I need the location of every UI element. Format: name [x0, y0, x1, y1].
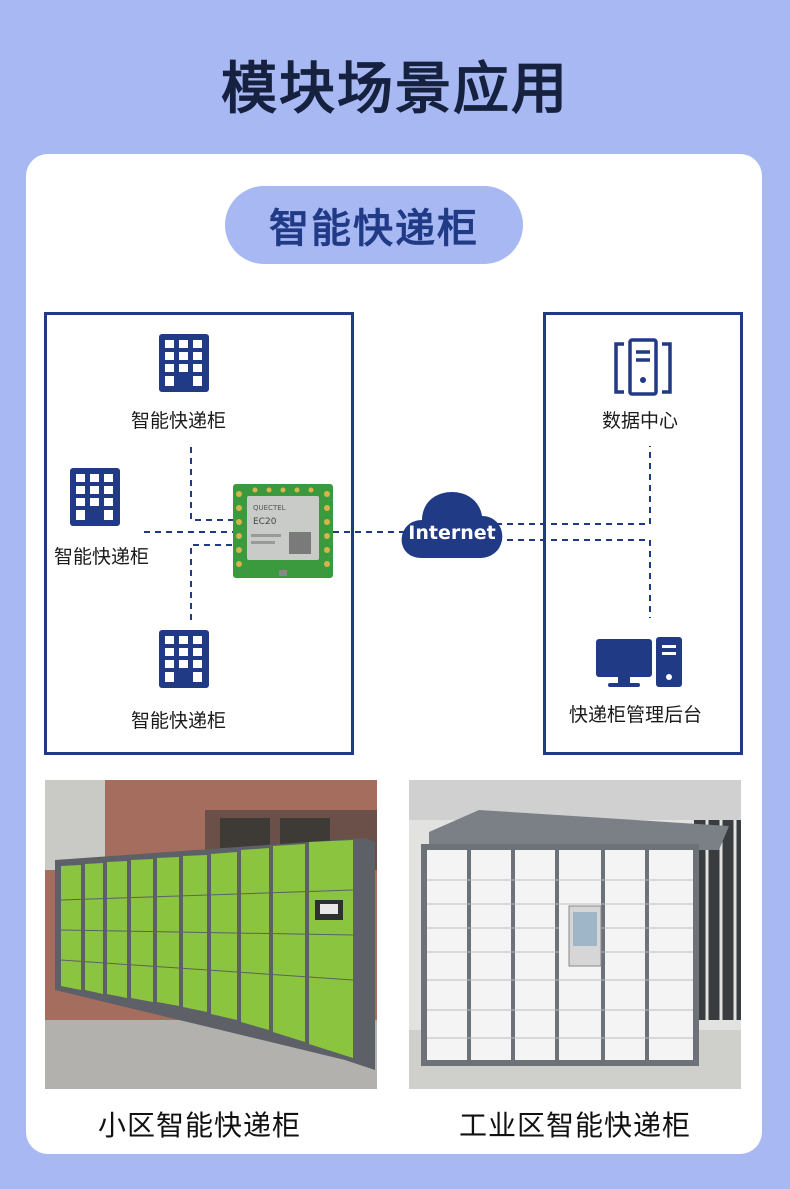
lte-module-image: QUECTEL EC20: [233, 484, 333, 582]
locker-label-bottom: 智能快递柜: [131, 710, 227, 732]
cloud-label: Internet: [408, 522, 495, 544]
industrial-caption: 工业区智能快递柜: [459, 1109, 692, 1142]
computer-icon: [596, 637, 684, 693]
cloud-icon: Internet: [400, 486, 504, 566]
locker-icon: [68, 466, 122, 532]
backend-label: 快递柜管理后台: [569, 704, 703, 726]
module-label: EC20: [253, 517, 277, 527]
residential-caption: 小区智能快递柜: [98, 1109, 302, 1142]
locker-group-box: [44, 312, 354, 755]
locker-icon: [157, 332, 211, 398]
page-title: 模块场景应用: [221, 57, 569, 122]
residential-locker-photo: [45, 780, 377, 1089]
locker-label-left: 智能快递柜: [54, 546, 150, 568]
server-icon: [612, 336, 674, 402]
data-center-label: 数据中心: [602, 410, 679, 432]
scenario-pill: 智能快递柜: [225, 186, 523, 264]
svg-text:QUECTEL: QUECTEL: [253, 504, 286, 512]
locker-icon: [157, 628, 211, 694]
server-group-box: [543, 312, 743, 755]
industrial-locker-photo: [409, 780, 741, 1089]
locker-label-top: 智能快递柜: [131, 410, 227, 432]
